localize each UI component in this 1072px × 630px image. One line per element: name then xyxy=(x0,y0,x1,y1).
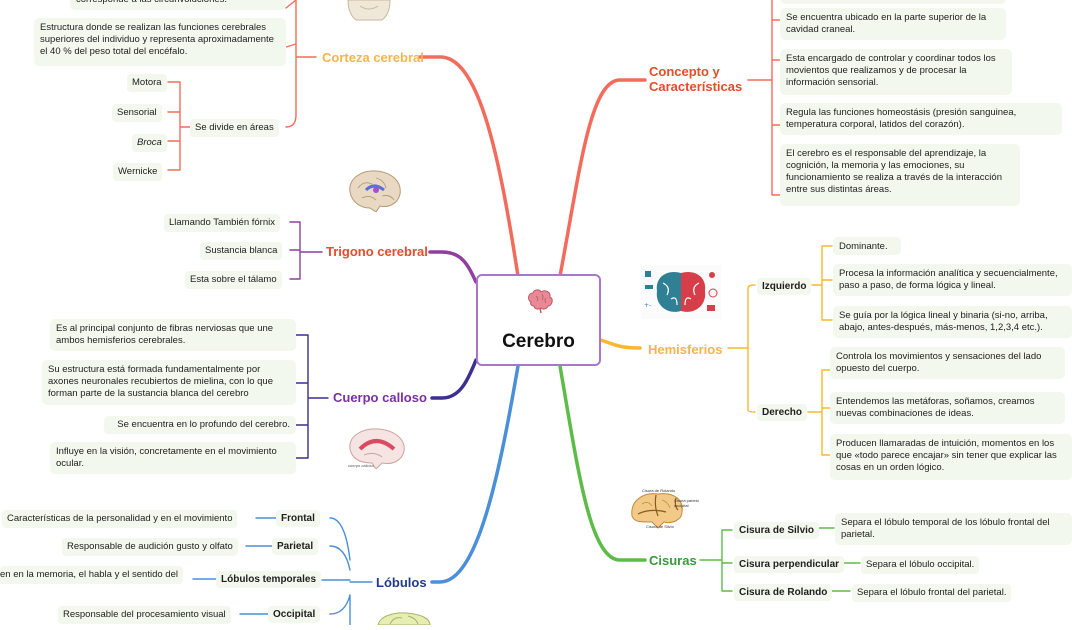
calloso-item-2: Su estructura está formada fundamentalme… xyxy=(42,360,296,405)
lobulo-occipital-label[interactable]: Occipital xyxy=(268,606,321,623)
brain-fornix-illustration xyxy=(346,168,404,217)
brain-icon xyxy=(528,289,553,314)
corteza-structure-text: Estructura donde se realizan las funcion… xyxy=(34,18,286,66)
lobulo-parietal-desc: Responsable de audición gusto y olfato xyxy=(62,538,238,556)
trigono-item-1: Llamando También fórnix xyxy=(164,214,280,232)
concepto-title-line1: Concepto y xyxy=(649,64,720,79)
izquierdo-item-2: Procesa la información analítica y secue… xyxy=(833,264,1072,296)
branch-line-lobulos xyxy=(430,364,520,584)
derecho-item-1: Controla los movimientos y sensaciones d… xyxy=(830,347,1065,379)
concepto-title-line2: Características xyxy=(649,79,743,94)
lobulo-temporal-desc: en en la memoria, el habla y el sentido … xyxy=(0,566,183,584)
concepto-item-3: Regula las funciones homeostásis (presió… xyxy=(780,103,1062,135)
lobulo-temporal-label[interactable]: Lóbulos temporales xyxy=(216,571,322,588)
svg-text:+-: +- xyxy=(644,302,651,309)
derecho-item-2: Entendemos las metáforas, soñamos, cream… xyxy=(830,392,1065,424)
brain-lobes-illustration xyxy=(376,612,432,630)
concepto-title[interactable]: Concepto y Características xyxy=(649,64,742,94)
cisura-perpendicular-desc: Separa el lóbulo occipital. xyxy=(861,556,980,574)
branch-line-hemisferios xyxy=(599,338,642,350)
lobulo-frontal-label[interactable]: Frontal xyxy=(276,510,320,527)
calloso-item-4: Influye en la visión, concretamente en e… xyxy=(50,442,296,474)
branch-line-concepto xyxy=(558,78,647,278)
cisura-rolando-label[interactable]: Cisura de Rolando xyxy=(734,584,833,601)
area-broca: Broca xyxy=(132,134,167,152)
concepto-top-stub xyxy=(780,0,1006,4)
lobulo-occipital-desc: Responsable del procesamiento visual xyxy=(58,606,231,624)
hemisferio-izquierdo-label[interactable]: Izquierdo xyxy=(757,278,812,295)
brain-fissures-illustration: Cisura de Rolando Cisura parieto occipit… xyxy=(628,486,704,535)
branch-line-calloso xyxy=(430,358,478,400)
lobulo-frontal-desc: Características de la personalidad y en … xyxy=(2,510,238,528)
area-wernicke: Wernicke xyxy=(113,163,163,181)
corteza-top-text: corresponde a las circunvoluciones. xyxy=(70,0,286,10)
branch-line-cisuras xyxy=(558,364,647,562)
branch-line-corteza xyxy=(418,55,520,278)
izquierdo-item-3: Se guía por la lógica lineal y binaria (… xyxy=(833,306,1072,338)
corteza-divide-label: Se divide en áreas xyxy=(190,119,279,137)
corteza-title[interactable]: Corteza cerebral xyxy=(322,50,424,65)
area-motora: Motora xyxy=(127,74,167,92)
central-topic[interactable]: Cerebro xyxy=(476,274,601,366)
concepto-item-1: Se encuentra ubicado en la parte superio… xyxy=(780,8,1006,40)
central-title: Cerebro xyxy=(502,331,575,352)
izquierdo-item-1: Dominante. xyxy=(833,237,901,255)
concepto-item-4: El cerebro es el responsable del aprendi… xyxy=(780,144,1020,206)
trigono-item-3: Esta sobre el tálamo xyxy=(185,271,282,289)
concepto-item-2: Esta encargado de controlar y coordinar … xyxy=(780,49,1012,95)
cisuras-title[interactable]: Cisuras xyxy=(649,553,697,568)
brain-hemispheres-illustration: +- xyxy=(641,265,721,324)
cisura-silvio-desc: Separa el lóbulo temporal de los lóbulo … xyxy=(835,513,1072,545)
lobulo-parietal-label[interactable]: Parietal xyxy=(272,538,319,555)
derecho-item-3: Producen llamaradas de intuición, moment… xyxy=(830,434,1072,480)
hemisferios-title[interactable]: Hemisferios xyxy=(648,342,723,357)
lobulos-title[interactable]: Lóbulos xyxy=(376,575,427,590)
cisura-perpendicular-label[interactable]: Cisura perpendicular xyxy=(734,556,845,573)
cisura-rolando-desc: Separa el lóbulo frontal del parietal. xyxy=(852,584,1012,602)
hemisferio-derecho-label[interactable]: Derecho xyxy=(757,404,808,421)
calloso-title[interactable]: Cuerpo calloso xyxy=(333,390,427,405)
trigono-title[interactable]: Trigono cerebral xyxy=(326,244,428,259)
cisura-silvio-label[interactable]: Cisura de Silvio xyxy=(734,522,820,539)
corpus-callosum-illustration: cuerpo calloso xyxy=(346,427,408,474)
fissure-label-rolando: Cisura de Rolando xyxy=(642,488,676,493)
trigono-item-2: Sustancia blanca xyxy=(200,242,283,260)
calloso-item-3: Se encuentra en lo profundo del cerebro. xyxy=(104,416,296,434)
calloso-figure-label: cuerpo calloso xyxy=(348,463,374,468)
fissure-label-silvio: Cisura de Silvio xyxy=(646,524,674,529)
skull-illustration xyxy=(344,0,394,29)
branch-line-trigono xyxy=(428,250,478,284)
fissure-label-parieto-occipital: Cisura parieto occipital xyxy=(674,498,699,508)
area-sensorial: Sensorial xyxy=(112,104,162,122)
calloso-item-1: Es al principal conjunto de fibras nervi… xyxy=(50,319,296,351)
